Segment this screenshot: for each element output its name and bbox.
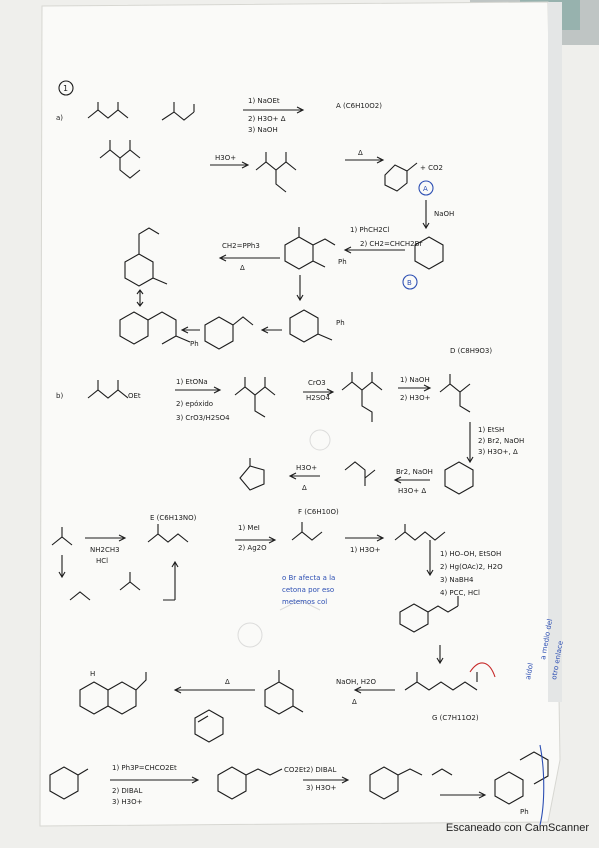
wittig-label: CH2=PPh3 — [222, 242, 260, 250]
heat-label-2: Δ — [240, 264, 245, 272]
reagent-a1-2: 2) H3O+ Δ — [248, 115, 286, 123]
ph-label-3: Ph — [190, 340, 199, 348]
reagent-c3-3: 3) NaBH4 — [440, 576, 474, 584]
reagent-d1-1: 1) Ph3P=CHCO2Et — [112, 764, 177, 772]
reagent-a1-1: 1) NaOEt — [248, 97, 280, 105]
cro3-label: CrO3 — [308, 379, 326, 387]
reagent-c3-4: 4) PCC, HCl — [440, 589, 480, 597]
cinnamate — [217, 766, 283, 800]
diketone-G — [404, 672, 478, 691]
product-F-formula: F (C6H10O) — [298, 508, 339, 516]
reagent-b1-3: 3) CrO3/H2SO4 — [176, 414, 230, 422]
bicyclic-product — [119, 311, 191, 345]
heat-label-c: Δ — [352, 698, 357, 706]
reagent-c3-2: 2) Hg(OAc)2, H2O — [440, 563, 503, 571]
blue-note-2: cetona por eso — [282, 586, 334, 594]
heat-label-c2: Δ — [225, 678, 230, 686]
reagent-c3-1: 1) HO–OH, EtSOH — [440, 550, 501, 558]
cyclohexenone — [264, 670, 304, 715]
side-note-1: aldol — [524, 662, 535, 680]
reagent-a1-3: 3) NaOH — [248, 126, 278, 134]
part-b-label: b) — [56, 392, 63, 400]
ph-label-2: Ph — [336, 319, 345, 327]
reagent-c1-2: 2) Ag2O — [238, 544, 267, 552]
product-G-formula: G (C7H11O2) — [432, 714, 479, 722]
intermediate-a — [99, 140, 141, 179]
br2-naoh-label: Br2, NaOH — [396, 468, 433, 476]
reagent-b1-1: 1) EtONa — [176, 378, 208, 386]
lactone-precursor — [444, 461, 474, 495]
blue-note-3: metemos col — [282, 598, 327, 606]
hydrolysis-label-b: H3O+ — [296, 464, 317, 472]
reagent-b3-2: 2) Br2, NaOH — [478, 437, 524, 445]
heat-label: Δ — [358, 149, 363, 157]
ketoester-a — [87, 102, 129, 119]
label-D: D (C8H9O3) — [450, 347, 492, 355]
product-E-formula: E (C6H13NO) — [150, 514, 197, 522]
mannich-reagent-1: NH2CH3 — [90, 546, 120, 554]
h-label: H — [90, 670, 95, 678]
ph-label-1: Ph — [338, 258, 347, 266]
ketoester-b — [87, 380, 129, 399]
h2so4-label: H2SO4 — [306, 394, 331, 402]
ketal-alcohol — [399, 596, 459, 633]
reagent-d1-2: 2) DIBAL — [112, 787, 142, 795]
reagent-B-2: 2) CH2=CHCH2Br — [360, 240, 422, 248]
naoh-label: NaOH — [434, 210, 454, 218]
product-B-ring — [414, 236, 444, 270]
reagent-d2-1: 2) DIBAL — [306, 766, 336, 774]
h3o-heat-label: H3O+ Δ — [398, 487, 426, 495]
mannich-reagent-2: HCl — [96, 557, 108, 565]
circled-B — [402, 274, 418, 290]
part-a-label: a) — [56, 114, 63, 122]
co2-label: + CO2 — [420, 164, 443, 172]
hydrolysis-label: H3O+ — [215, 154, 236, 162]
label-B: B — [407, 279, 412, 287]
diels-alder-product — [79, 672, 147, 715]
acetone-c — [51, 527, 73, 546]
reagent-c2-1: 1) H3O+ — [350, 546, 381, 554]
ph-label-d: Ph — [520, 808, 529, 816]
alkylated-ketone — [284, 227, 336, 270]
product-E-structure — [147, 524, 189, 543]
paper-sheet — [39, 1, 561, 827]
cyclohexadiene — [194, 709, 224, 743]
reagent-d1-3: 3) H3O+ — [112, 798, 143, 806]
reagent-b3-3: 3) H3O+, Δ — [478, 448, 518, 456]
coet-label: CO2Et — [284, 766, 306, 774]
reaction-arrow-a1 — [243, 106, 305, 114]
reagent-B-1: 1) PhCH2Cl — [350, 226, 390, 234]
final-sequence — [369, 751, 549, 805]
product-A-formula: A (C6H10O2) — [336, 102, 382, 110]
wittig-product — [124, 227, 168, 287]
reagent-b2-1: 1) NaOH — [400, 376, 430, 384]
ester-b-label: OEt — [128, 392, 141, 400]
naoh-h2o-label: NaOH, H2O — [336, 678, 376, 686]
label-A: A — [423, 185, 428, 193]
camscanner-watermark: Escaneado con CamScanner — [445, 822, 589, 834]
benzaldehyde — [49, 766, 89, 800]
cyclohexane-ph — [289, 309, 333, 343]
reagent-d2-2: 3) H3O+ — [306, 784, 337, 792]
hexenone — [394, 524, 446, 541]
reagent-b2-2: 2) H3O+ — [400, 394, 431, 402]
circled-A — [418, 180, 434, 196]
reagent-c1-1: 1) MeI — [238, 524, 260, 532]
reagent-b1-2: 2) epóxido — [176, 400, 213, 408]
blue-note-1: o Br afecta a la — [282, 574, 335, 582]
product-F-structure — [291, 522, 323, 541]
heat-label-b: Δ — [302, 484, 307, 492]
lactone — [239, 458, 265, 491]
reagent-b3-1: 1) EtSH — [478, 426, 504, 434]
product-A-structure — [384, 162, 418, 192]
problem-number: 1 — [63, 84, 68, 93]
